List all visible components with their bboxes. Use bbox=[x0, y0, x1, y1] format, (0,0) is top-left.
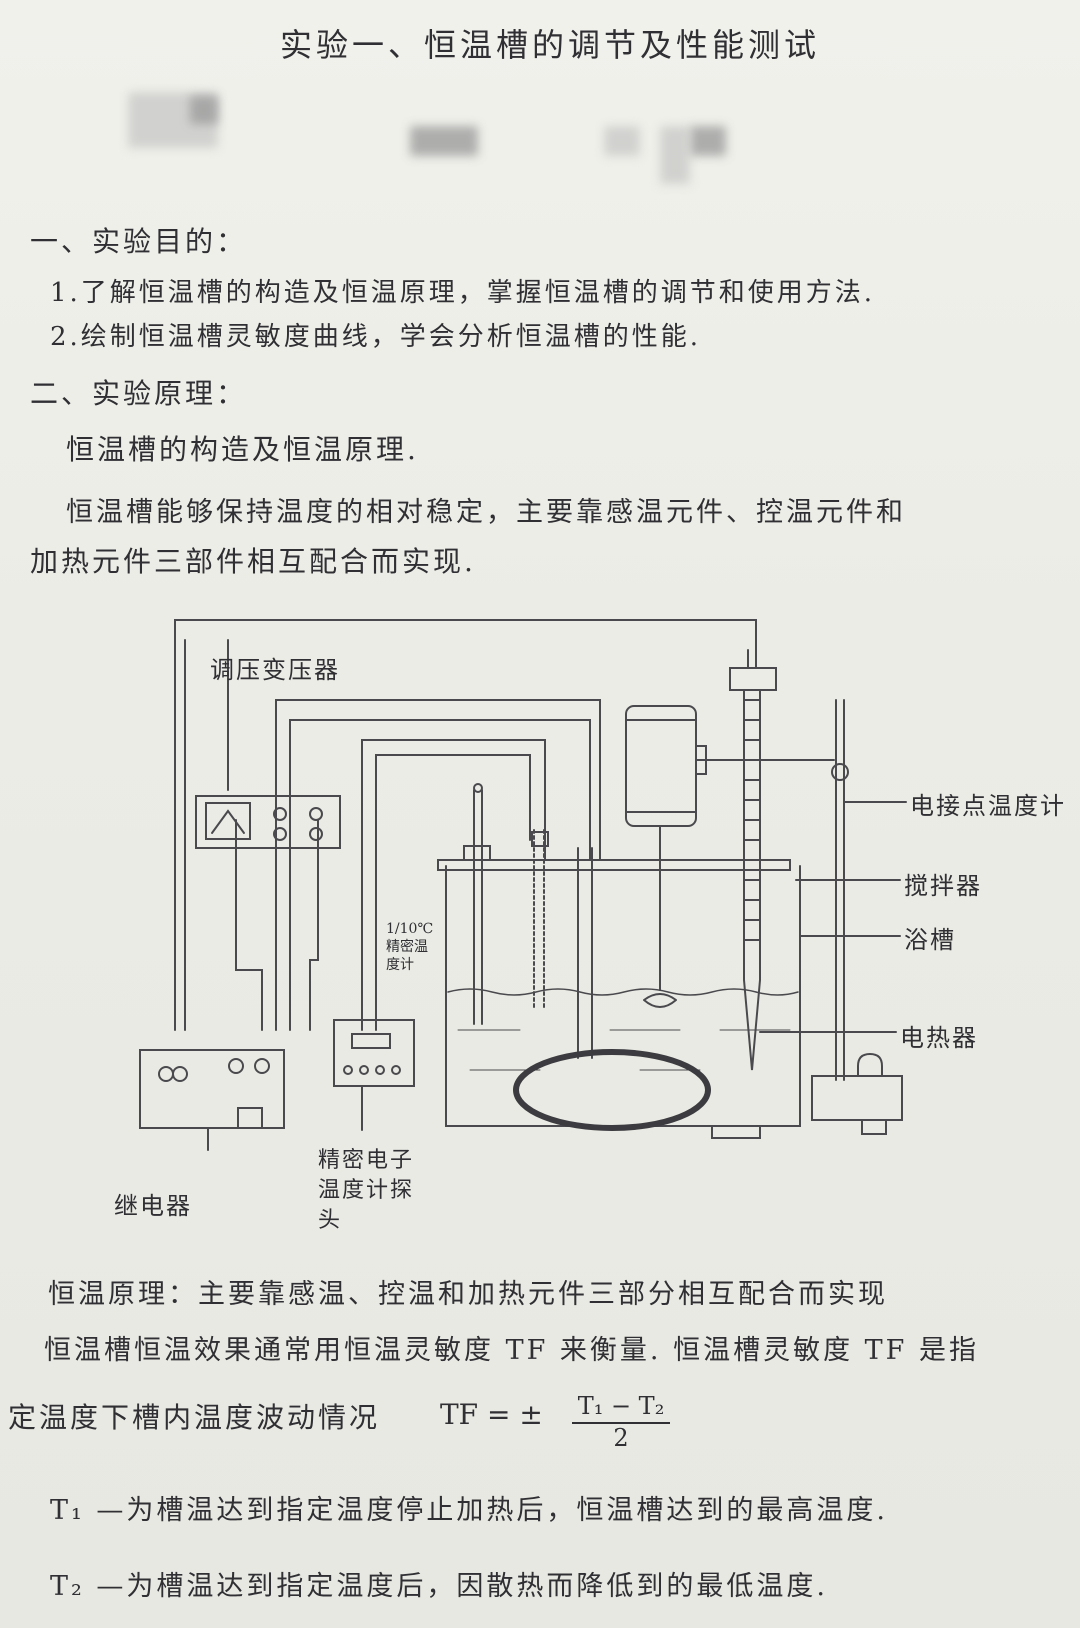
wire bbox=[375, 754, 531, 1031]
label-precision-thermometer: 1/10℃ 精密温度计 bbox=[386, 921, 434, 973]
label-voltage-regulator: 调压变压器 bbox=[210, 656, 340, 684]
wire bbox=[174, 619, 757, 1031]
page-title: 实验一、恒温槽的调节及性能测试 bbox=[280, 26, 821, 64]
redacted-block bbox=[660, 126, 690, 184]
wire bbox=[235, 819, 263, 1031]
purpose-heading: 一、实验目的： bbox=[30, 225, 248, 258]
label-relay: 继电器 bbox=[114, 1192, 192, 1220]
wire bbox=[361, 739, 546, 1031]
purpose-item-1: 1.了解恒温槽的构造及恒温原理，掌握恒温槽的调节和使用方法. bbox=[50, 278, 876, 308]
relay-box bbox=[139, 1049, 285, 1129]
label-bath: 浴槽 bbox=[904, 926, 956, 954]
voltage-regulator-box bbox=[195, 795, 341, 849]
wire bbox=[275, 699, 601, 1031]
wire bbox=[289, 719, 591, 1031]
contact-thermometer-head bbox=[729, 667, 777, 691]
principle-subheading: 恒温槽的构造及恒温原理. bbox=[66, 433, 419, 466]
formula-left: TF = ± bbox=[440, 1398, 543, 1431]
purpose-item-2: 2.绘制恒温槽灵敏度曲线，学会分析恒温槽的性能. bbox=[50, 322, 702, 352]
redacted-block bbox=[190, 96, 218, 124]
label-digital-probe: 精密电子温度计探头 bbox=[318, 1148, 415, 1233]
principle-heading: 二、实验原理： bbox=[30, 377, 248, 410]
formula-fraction: T₁ − T₂ 2 bbox=[572, 1392, 670, 1452]
formula-numerator: T₁ − T₂ bbox=[572, 1392, 670, 1424]
bath-tank bbox=[445, 865, 801, 1127]
sensitivity-line-continued: 定温度下槽内温度波动情况 bbox=[8, 1401, 381, 1434]
t1-definition: T₁ —为槽温达到指定温度停止加热后，恒温槽达到的最高温度. bbox=[50, 1495, 888, 1526]
label-contact-thermometer: 电接点温度计 bbox=[910, 792, 1066, 820]
digital-thermometer-box bbox=[333, 1019, 415, 1087]
stirrer-motor bbox=[625, 705, 697, 827]
principle-paragraph-line-2: 加热元件三部件相互配合而实现. bbox=[30, 545, 476, 578]
wire bbox=[309, 819, 319, 1031]
bath-lid bbox=[437, 859, 791, 871]
heater-ring bbox=[513, 1049, 711, 1131]
principle-paragraph-line-1: 恒温槽能够保持温度的相对稳定，主要靠感温元件、控温元件和 bbox=[66, 497, 906, 528]
t2-definition: T₂ —为槽温达到指定温度后，因散热而降低到的最低温度. bbox=[50, 1571, 828, 1602]
formula-denominator: 2 bbox=[613, 1424, 629, 1452]
sensitivity-line: 恒温槽恒温效果通常用恒温灵敏度 TF 来衡量. 恒温槽灵敏度 TF 是指 bbox=[44, 1335, 979, 1366]
label-stirrer: 搅拌器 bbox=[904, 872, 982, 900]
heater-coil bbox=[577, 847, 593, 1059]
redacted-block bbox=[690, 126, 726, 156]
contact-thermometer-tube bbox=[743, 689, 761, 1071]
redacted-block bbox=[410, 126, 478, 156]
label-heater: 电热器 bbox=[900, 1024, 978, 1052]
support-stand bbox=[835, 699, 845, 1081]
principle-summary-line: 恒温原理：主要靠感温、控温和加热元件三部分相互配合而实现 bbox=[48, 1279, 888, 1310]
redacted-block bbox=[604, 126, 640, 156]
